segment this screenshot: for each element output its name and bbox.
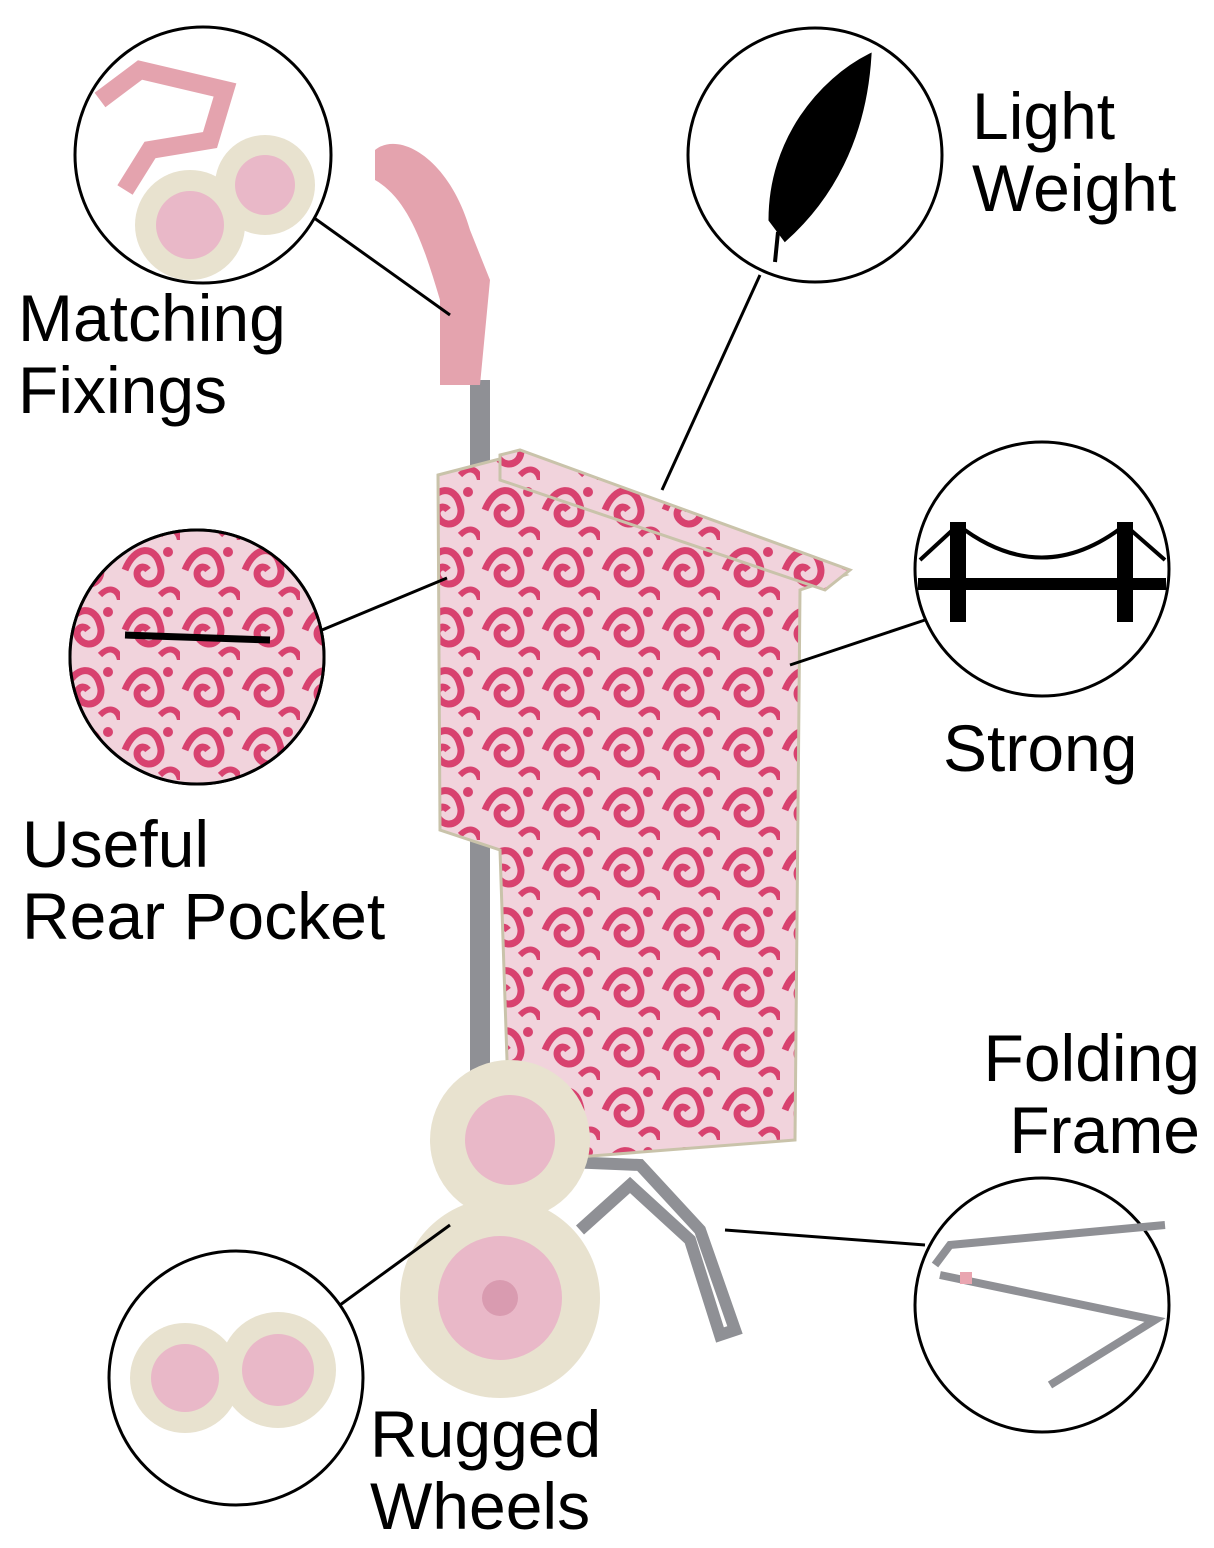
- feature-label-matching-fixings: Matching Fixings: [18, 282, 286, 426]
- rear-pocket-circle: [68, 528, 326, 786]
- leader-lines: [309, 213, 926, 1307]
- bag-lid: [498, 448, 854, 592]
- folding-frame-circle: [913, 1176, 1171, 1434]
- feature-label-folding-frame: Folding Frame: [984, 1022, 1200, 1166]
- bridge-circle: [913, 440, 1171, 698]
- label-line: Fixings: [18, 353, 228, 427]
- shopping-trolley: [375, 143, 854, 1398]
- bridge-icon: [918, 522, 1166, 622]
- rugged-wheels-circle: [107, 1249, 365, 1507]
- label-line: Weight: [972, 151, 1177, 225]
- feather-circle: [686, 26, 944, 284]
- label-line: Rear Pocket: [22, 879, 386, 953]
- label-line: Wheels: [370, 1469, 591, 1543]
- label-line: Strong: [943, 711, 1138, 785]
- feature-label-light-weight: Light Weight: [972, 80, 1176, 224]
- label-line: Frame: [1009, 1093, 1200, 1167]
- label-line: Matching: [18, 281, 286, 355]
- trolley-handle: [375, 143, 490, 385]
- feature-label-useful-rear-pocket: Useful Rear Pocket: [22, 808, 385, 952]
- label-line: Rugged: [370, 1397, 602, 1471]
- feature-label-strong: Strong: [943, 712, 1137, 784]
- label-line: Useful: [22, 807, 210, 881]
- feature-label-rugged-wheels: Rugged Wheels: [370, 1398, 601, 1542]
- feather-icon: [768, 52, 872, 243]
- label-line: Folding: [983, 1021, 1200, 1095]
- trolley-frame: [519, 1154, 743, 1343]
- label-line: Light: [972, 79, 1116, 153]
- matching-fixings-circle: [73, 25, 333, 285]
